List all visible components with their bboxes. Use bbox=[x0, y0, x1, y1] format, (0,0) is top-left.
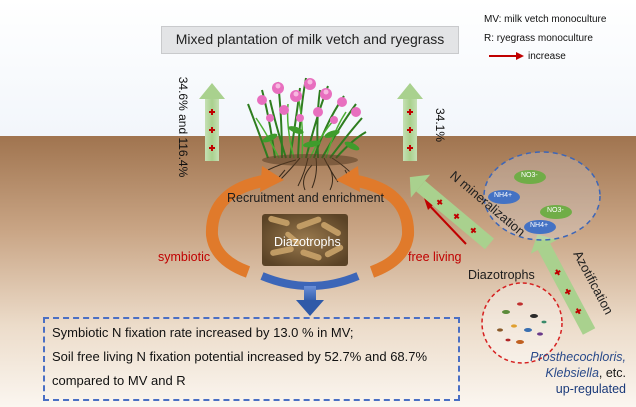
legend-increase-arrow-icon bbox=[489, 52, 524, 60]
no3-ion-label-2: NO3- bbox=[547, 207, 564, 214]
up-regulated-label: up-regulated bbox=[555, 382, 626, 396]
genus-prosthecochloris: Prosthecochloris, bbox=[530, 350, 626, 364]
nh4-ion-bubble-2 bbox=[524, 220, 556, 234]
right-green-increase-arrow bbox=[397, 83, 423, 161]
nitrogen-ions-circle bbox=[483, 151, 601, 241]
no3-ion-label-1: NO3- bbox=[521, 172, 538, 179]
legend-mv: MV: milk vetch monoculture bbox=[484, 14, 607, 25]
n-mineralization-red-increase-arrow bbox=[424, 198, 467, 245]
legend-increase: increase bbox=[528, 51, 566, 62]
diazotrophs-right-label: Diazotrophs bbox=[468, 268, 535, 282]
genus-klebsiella: Klebsiella bbox=[545, 366, 599, 380]
milk-vetch-ryegrass-plant-illustration bbox=[247, 77, 367, 191]
recruitment-enrichment-label: Recruitment and enrichment bbox=[227, 191, 385, 205]
diazotrophs-bacteria-image bbox=[262, 214, 348, 266]
genera-etc: , etc. bbox=[598, 366, 626, 380]
symbiotic-orange-curved-arrow bbox=[205, 166, 284, 278]
diazotrophs-community-circle bbox=[481, 282, 563, 364]
legend-r: R: ryegrass monoculture bbox=[484, 33, 593, 44]
title-box bbox=[161, 26, 459, 54]
results-box bbox=[43, 317, 460, 401]
no3-ion-bubble-2 bbox=[540, 205, 572, 219]
no3-ion-bubble-1 bbox=[514, 170, 546, 184]
diagram-title: Mixed plantation of milk vetch and ryegr… bbox=[175, 31, 445, 47]
genera-line-2: Klebsiella, etc. bbox=[498, 366, 626, 380]
nh4-ion-bubble-1 bbox=[488, 190, 520, 204]
right-increase-percent: 34.1% bbox=[433, 107, 447, 143]
left-green-increase-arrow bbox=[199, 83, 225, 161]
free-living-label: free living bbox=[408, 250, 462, 264]
result-line-2: Soil free living N fixation potential in… bbox=[52, 349, 428, 364]
symbiotic-label: symbiotic bbox=[158, 250, 211, 264]
genera-line-1: Prosthecochloris, bbox=[498, 350, 626, 364]
result-line-1: Symbiotic N fixation rate increased by 1… bbox=[52, 325, 354, 340]
free-living-orange-curved-arrow bbox=[336, 166, 415, 278]
result-line-3: compared to MV and R bbox=[52, 373, 186, 388]
diazotrophs-center-label: Diazotrophs bbox=[274, 235, 341, 249]
nh4-ion-label-2: NH4+ bbox=[530, 222, 549, 229]
blue-down-arrow bbox=[260, 272, 360, 316]
nh4-ion-label-1: NH4+ bbox=[494, 192, 513, 199]
left-increase-percent: 34.6% and 116.4% bbox=[176, 76, 190, 178]
n-mineralization-green-arrow bbox=[409, 174, 494, 250]
